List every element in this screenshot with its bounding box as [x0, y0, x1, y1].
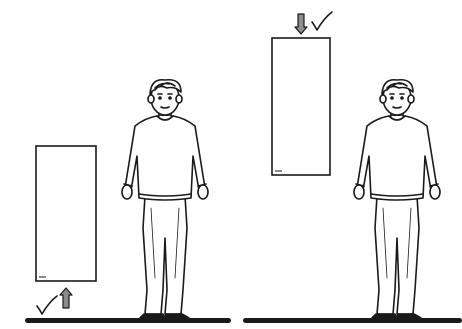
standing-person-icon — [354, 80, 440, 318]
up-arrow-icon — [60, 288, 72, 308]
left-radiator-panel — [36, 146, 96, 281]
left-floor — [25, 318, 231, 323]
left-scene — [25, 80, 231, 323]
checkmark-icon — [37, 296, 57, 314]
down-arrow-icon — [295, 14, 307, 34]
right-radiator-panel — [272, 38, 330, 175]
standing-person-icon — [122, 80, 208, 318]
right-scene — [243, 12, 462, 323]
checkmark-icon — [312, 12, 332, 30]
right-floor — [243, 318, 462, 323]
